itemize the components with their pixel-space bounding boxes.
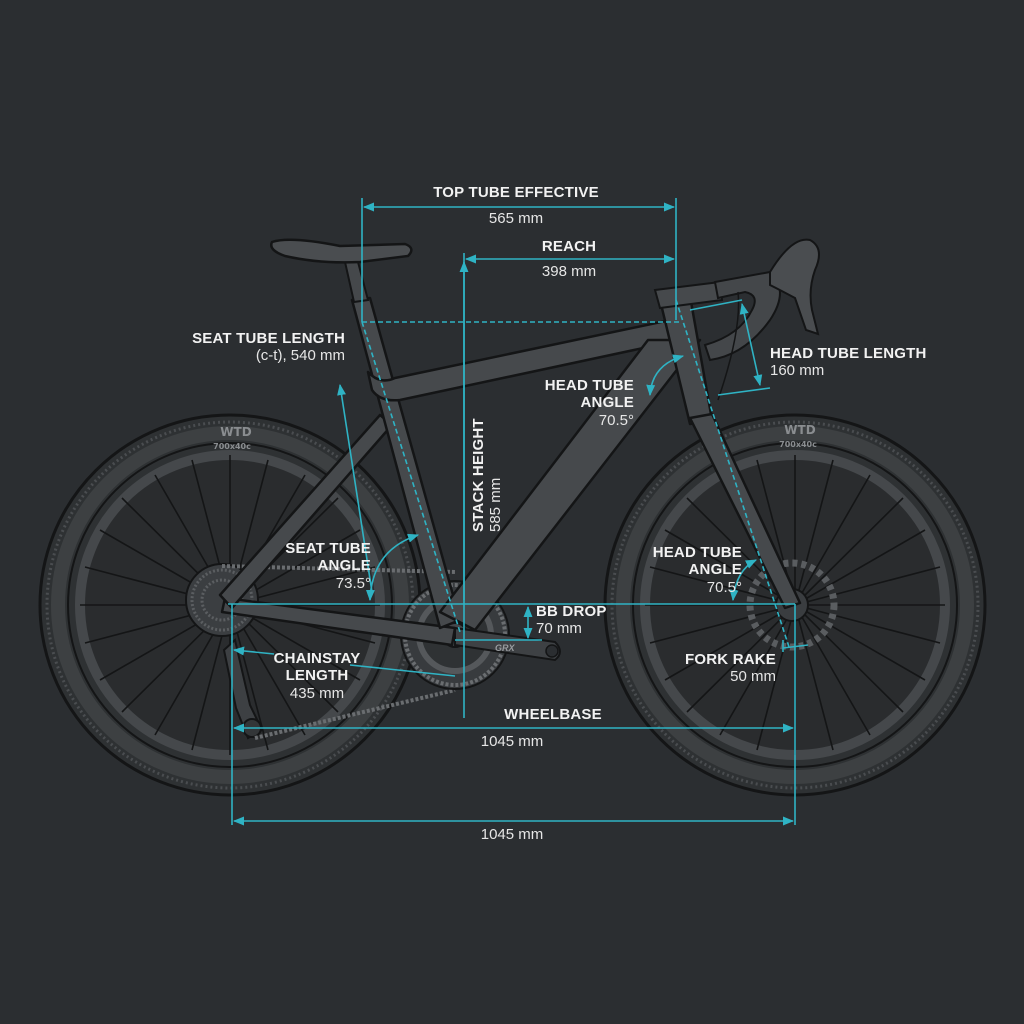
- chain-bottom: [254, 688, 456, 740]
- wheelbase-value: 1045 mm: [480, 733, 544, 750]
- head-tube-length-label: HEAD TUBE LENGTH 160 mm: [770, 345, 927, 380]
- fork: [688, 412, 802, 610]
- head-tube-angle-lower-title-1: HEAD TUBE: [652, 544, 742, 561]
- cockpit: [653, 238, 820, 401]
- wheelbase-value-label: 1045 mm: [481, 733, 544, 750]
- head-tube-length-value: 160 mm: [770, 362, 825, 380]
- fork-rake-value: 50 mm: [730, 668, 776, 686]
- reach-value-label: 398 mm: [542, 263, 596, 280]
- head-tube-ext-top: [689, 299, 743, 311]
- fork-rake-title: FORK RAKE: [685, 651, 776, 668]
- seat-tube-angle-label: SEAT TUBE ANGLE 73.5°: [285, 540, 371, 592]
- head-tube-angle-lower-label: HEAD TUBE ANGLE 70.5°: [653, 544, 742, 596]
- dimension-lines: [228, 198, 809, 826]
- head-tube-angle-upper-title-2: ANGLE: [580, 394, 634, 412]
- head-tube-axis: [675, 299, 791, 651]
- rear-tire-size: 700x40c: [213, 442, 251, 451]
- rear-derailleur: [222, 638, 264, 740]
- crank-logo: GRX: [495, 643, 516, 653]
- bb-drop-title: BB DROP: [536, 603, 607, 620]
- stack-height-label: STACK HEIGHT 585 mm: [470, 418, 505, 532]
- top-tube-title: TOP TUBE EFFECTIVE: [433, 184, 599, 201]
- seat-tube-angle-value: 73.5°: [335, 574, 371, 592]
- overall-length-label: 1045 mm: [481, 826, 544, 843]
- chainstay-leader: [349, 664, 456, 677]
- reach-label: REACH: [542, 238, 596, 255]
- seat-tube-angle-title-2: ANGLE: [317, 557, 371, 575]
- front-tire-brand: WTD: [784, 423, 815, 437]
- head-tube-angle-arc-lower: [729, 559, 758, 602]
- seatpost: [343, 261, 370, 304]
- reach-title: REACH: [541, 238, 597, 255]
- head-tube-angle-lower-value: 70.5°: [706, 578, 742, 596]
- chainstay-title-2: LENGTH: [285, 667, 349, 685]
- chainstay-length-label: CHAINSTAY LENGTH 435 mm: [274, 650, 361, 702]
- seat-tube-length-value: (c-t), 540 mm: [255, 347, 345, 365]
- stem: [653, 280, 724, 310]
- bb-drop-value: 70 mm: [536, 620, 582, 638]
- seat-tube-angle-arc: [365, 533, 420, 602]
- top-tube-label: TOP TUBE EFFECTIVE: [433, 184, 599, 201]
- brake-lever: [769, 238, 820, 336]
- chainstay-pointer: [232, 646, 275, 656]
- chainstay: [220, 596, 457, 647]
- head-tube-length-dimension: [739, 302, 763, 387]
- top-tube-value-label: 565 mm: [489, 210, 543, 227]
- bb-drop-label: BB DROP 70 mm: [536, 603, 607, 638]
- top-tube-value: 565 mm: [488, 210, 544, 227]
- handlebar-drop: [703, 270, 781, 362]
- head-tube-angle-lower-title-2: ANGLE: [688, 561, 742, 579]
- reach-value: 398 mm: [541, 263, 597, 280]
- seat-tube-angle-title-1: SEAT TUBE: [285, 540, 371, 557]
- head-tube-ext-bottom: [717, 387, 771, 396]
- seat-tube-length-title: SEAT TUBE LENGTH: [192, 330, 345, 347]
- overall-length-value: 1045 mm: [480, 826, 544, 843]
- saddle-assembly: [270, 238, 413, 304]
- seat-tube-length-label: SEAT TUBE LENGTH (c-t), 540 mm: [192, 330, 345, 365]
- saddle: [270, 238, 413, 264]
- chainstay-title-1: CHAINSTAY: [273, 650, 361, 667]
- wheelbase-title: WHEELBASE: [504, 706, 602, 723]
- head-tube-angle-upper-label: HEAD TUBE ANGLE 70.5°: [545, 377, 634, 429]
- head-tube-angle-upper-title-1: HEAD TUBE: [544, 377, 634, 394]
- chainstay-value: 435 mm: [289, 684, 345, 702]
- head-tube-length-title: HEAD TUBE LENGTH: [770, 345, 927, 362]
- fork-rake-label: FORK RAKE 50 mm: [685, 651, 776, 686]
- fork-rake-dimension: [782, 644, 809, 649]
- head-tube-angle-arc-upper: [646, 354, 685, 397]
- crank-arm: [454, 626, 561, 662]
- wheelbase-label: WHEELBASE: [504, 706, 602, 723]
- head-tube-angle-upper-value: 70.5°: [598, 411, 634, 429]
- chain-top: [221, 564, 456, 574]
- stack-height-title: STACK HEIGHT: [470, 418, 487, 532]
- rear-tire-brand: WTD: [220, 425, 251, 439]
- seat-tube-axis: [361, 321, 461, 633]
- front-tire-size: 700x40c: [779, 440, 817, 449]
- stack-height-value: 585 mm: [487, 477, 505, 532]
